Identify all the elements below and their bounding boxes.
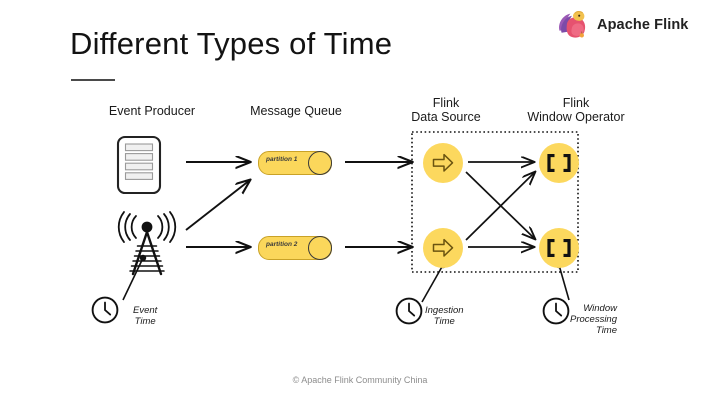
- heading-line-1: Flink: [432, 96, 460, 110]
- label-line: Event: [133, 305, 158, 316]
- brand-logo: Apache Flink: [556, 10, 688, 40]
- clock-icon-window-processing-time: [542, 297, 570, 325]
- label-window-processing-time: Window Processing Time: [570, 303, 617, 336]
- label-line: Time: [134, 316, 156, 327]
- label-line: Time: [595, 325, 617, 336]
- column-heading-event-producer: Event Producer: [108, 104, 196, 118]
- heading-line-1: Flink: [562, 96, 590, 110]
- partition-cap: [308, 150, 333, 175]
- brackets-glyph-icon: [547, 239, 571, 257]
- flink-squirrel-logo-icon: [559, 10, 586, 38]
- arrow-right-glyph-icon: [432, 153, 454, 172]
- clock-leader-lines: [122, 254, 570, 303]
- clock-icon-ingestion-time: [395, 297, 423, 325]
- partition-label: partition 1: [266, 156, 298, 163]
- flink-job-group-box: [411, 131, 579, 273]
- label-event-time: Event Time: [133, 305, 157, 327]
- brackets-glyph-icon: [547, 154, 571, 172]
- leader-window-processing-time: [558, 264, 570, 301]
- footer-copyright: © Apache Flink Community China: [292, 375, 428, 385]
- window-operator-node[interactable]: [539, 228, 579, 268]
- heading-line-2: Data Source: [411, 110, 481, 124]
- heading-line-2: Window Operator: [527, 110, 625, 124]
- leader-ingestion-time: [421, 264, 444, 303]
- partition-label: partition 2: [266, 241, 298, 248]
- partition-pill[interactable]: partition 2: [258, 235, 333, 260]
- data-source-operator-node[interactable]: [423, 228, 463, 268]
- label-line: Processing: [570, 314, 617, 325]
- leader-event-time: [122, 257, 144, 301]
- clock-icon-event-time: [91, 296, 119, 324]
- title-underline-rule: [71, 79, 115, 81]
- label-ingestion-time: Ingestion Time: [425, 305, 464, 327]
- server-icon: [116, 135, 162, 195]
- antenna-tower-icon: [117, 211, 177, 276]
- column-heading-flink-window-operator: Flink Window Operator: [515, 96, 637, 124]
- data-source-operator-node[interactable]: [423, 143, 463, 183]
- label-line: Window: [583, 303, 617, 314]
- arrow-right-glyph-icon: [432, 238, 454, 257]
- arrow-source2-to-window1: [465, 172, 535, 241]
- column-heading-message-queue: Message Queue: [250, 104, 342, 118]
- arrow-tower-to-partition1: [185, 180, 250, 231]
- page-title: Different Types of Time: [70, 26, 393, 61]
- label-line: Ingestion: [425, 305, 464, 316]
- partition-cap: [308, 235, 333, 260]
- partition-pill[interactable]: partition 1: [258, 150, 333, 175]
- window-operator-node[interactable]: [539, 143, 579, 183]
- column-heading-flink-data-source: Flink Data Source: [392, 96, 500, 124]
- brand-name: Apache Flink: [597, 17, 689, 33]
- label-line: Time: [433, 316, 455, 327]
